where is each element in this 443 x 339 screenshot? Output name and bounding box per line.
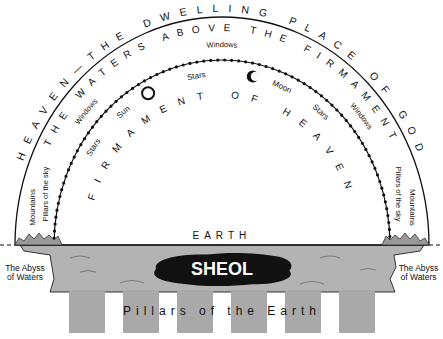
sheol-label: SHEOL xyxy=(147,250,297,288)
mountains-left xyxy=(15,233,62,245)
stars-label: Stars xyxy=(85,137,103,158)
windows-label: Windows xyxy=(73,97,100,127)
firmament-dome xyxy=(54,60,390,245)
heaven-label-path: HEAVEN—THE DWELLING PLACE OF GOD xyxy=(14,2,430,162)
abyss-label: The Abyss of Waters xyxy=(397,264,440,283)
windows-label-path: Windows xyxy=(206,40,238,50)
pillars-sky-label: Pillars of the sky xyxy=(42,167,50,222)
mountains-label: Mountains xyxy=(29,188,38,225)
waters-label: THE WATERS ABOVE THE FIRMAMENT xyxy=(41,22,402,148)
abyss-label: The Abyss of Waters xyxy=(3,264,47,283)
pillars-earth-label: Pillars of the Earth xyxy=(123,305,321,318)
earth-slab xyxy=(20,245,424,292)
moon-label: Moon xyxy=(271,79,293,96)
sun-symbol xyxy=(142,87,154,99)
earth-label: EARTH xyxy=(193,230,252,241)
sun-label-path: Sun xyxy=(115,104,132,120)
moon-label-path: Moon xyxy=(271,79,293,96)
sheol-region: SHEOL xyxy=(147,250,297,288)
windows-label-path: Windows xyxy=(349,101,375,131)
moon-symbol xyxy=(247,70,260,82)
stars-label: Stars xyxy=(186,70,206,82)
earth-pillars xyxy=(69,290,375,333)
windows-label-path: Windows xyxy=(73,97,100,127)
heaven-arc xyxy=(15,17,429,245)
horizon-dash xyxy=(429,245,443,246)
pillars-sky-label: Pillars of the sky xyxy=(394,167,402,222)
mountains-right xyxy=(382,233,429,245)
firmament-label: FIRMAMENT OF HEAVEN xyxy=(85,89,358,202)
stars-label-path: Stars xyxy=(186,70,206,82)
heaven-label: HEAVEN—THE DWELLING PLACE OF GOD xyxy=(14,2,430,162)
sun-label: Sun xyxy=(115,104,132,120)
windows-label: Windows xyxy=(206,40,238,50)
horizon-dash xyxy=(0,245,15,246)
windows-label: Windows xyxy=(349,101,375,131)
stars-label-path: Stars xyxy=(311,102,331,121)
waters-label-path: THE WATERS ABOVE THE FIRMAMENT xyxy=(41,22,402,148)
firmament-dots xyxy=(54,60,390,245)
stars-label: Stars xyxy=(311,102,331,121)
earth-surface xyxy=(15,244,429,245)
firmament-label-path: FIRMAMENT OF HEAVEN xyxy=(85,89,358,202)
mountains-label: Mountains xyxy=(407,188,416,225)
stars-label-path: Stars xyxy=(85,137,103,158)
